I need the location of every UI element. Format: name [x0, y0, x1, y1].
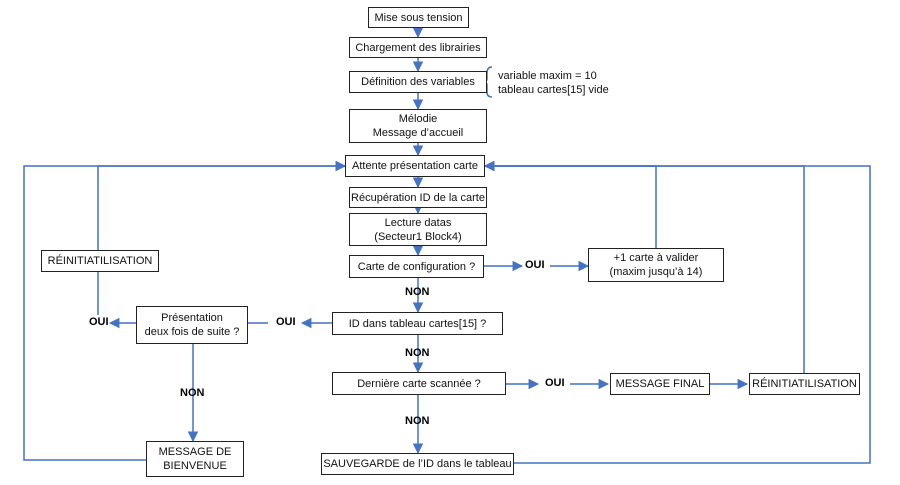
box-read-data: Lecture datas (Secteur1 Block4) — [349, 213, 487, 246]
label-non-config: NON — [405, 286, 430, 298]
box-presented-twice-line-2: deux fois de suite ? — [144, 326, 240, 338]
box-load-libraries: Chargement des librairies — [349, 37, 487, 58]
arrow-reinit-left-to-wait — [97, 160, 347, 250]
box-welcome-message-line-1: MESSAGE DE — [158, 446, 232, 458]
box-define-variables-label: Définition des variables — [361, 76, 475, 88]
box-wait-card: Attente présentation carte — [345, 155, 485, 177]
box-final-message-label: MESSAGE FINAL — [615, 378, 705, 390]
box-define-variables: Définition des variables — [349, 71, 487, 93]
arrow-plus-one-to-wait — [483, 160, 657, 248]
box-welcome-message-line-2: BIENVENUE — [163, 460, 227, 472]
box-melody-line-2: Message d’accueil — [372, 127, 464, 139]
label-oui-table: OUI — [276, 316, 296, 328]
box-save-id-label: SAUVEGARDE de l’ID dans le tableau — [323, 458, 512, 470]
box-plus-one-line-1: +1 carte à valider — [613, 252, 699, 264]
box-power-on: Mise sous tension — [368, 7, 469, 28]
box-read-data-line-1: Lecture datas — [384, 216, 452, 229]
label-oui-config: OUI — [525, 259, 545, 271]
box-welcome-message: MESSAGE DE BIENVENUE — [146, 441, 244, 477]
arrow-welcome-to-wait — [23, 160, 347, 461]
box-id-in-table: ID dans tableau cartes[15] ? — [332, 312, 503, 335]
label-oui-last: OUI — [545, 377, 565, 389]
note-line-2: tableau cartes[15] vide — [498, 84, 609, 96]
box-load-libraries-label: Chargement des librairies — [355, 41, 481, 54]
variables-note: variable maxim = 10 tableau cartes[15] v… — [498, 69, 609, 97]
box-read-data-line-2: (Secteur1 Block4) — [374, 230, 462, 243]
box-final-message: MESSAGE FINAL — [610, 373, 710, 395]
arrow-save-to-wait — [483, 160, 871, 464]
box-reinit-left: RÉINITIATILISATION — [41, 250, 159, 272]
box-config-card-label: Carte de configuration ? — [357, 260, 476, 273]
box-reinit-right: RÉINITIATILISATION — [749, 373, 860, 395]
box-presented-twice: Présentation deux fois de suite ? — [136, 306, 248, 344]
box-read-id-label: Récupération ID de la carte — [351, 191, 485, 204]
label-oui-twice: OUI — [89, 316, 109, 328]
label-non-table: NON — [405, 347, 430, 359]
box-id-in-table-label: ID dans tableau cartes[15] ? — [348, 317, 487, 330]
note-line-1: variable maxim = 10 — [498, 70, 597, 82]
box-melody: Mélodie Message d’accueil — [349, 109, 487, 143]
box-save-id: SAUVEGARDE de l’ID dans le tableau — [321, 453, 514, 475]
label-non-twice: NON — [180, 387, 205, 399]
box-reinit-right-label: RÉINITIATILISATION — [752, 378, 857, 390]
box-last-card: Dernière carte scannée ? — [332, 372, 506, 395]
box-config-card: Carte de configuration ? — [349, 255, 484, 278]
box-last-card-label: Dernière carte scannée ? — [357, 377, 481, 390]
box-power-on-label: Mise sous tension — [374, 11, 463, 24]
box-melody-line-1: Mélodie — [398, 113, 438, 125]
box-plus-one-line-2: (maxim jusqu’à 14) — [609, 266, 703, 278]
box-wait-card-label: Attente présentation carte — [352, 160, 478, 172]
box-presented-twice-line-1: Présentation — [161, 312, 223, 324]
box-reinit-left-label: RÉINITIATILISATION — [47, 255, 153, 267]
box-plus-one: +1 carte à valider (maxim jusqu’à 14) — [588, 248, 724, 282]
box-read-id: Récupération ID de la carte — [349, 187, 487, 208]
label-non-last: NON — [405, 415, 430, 427]
